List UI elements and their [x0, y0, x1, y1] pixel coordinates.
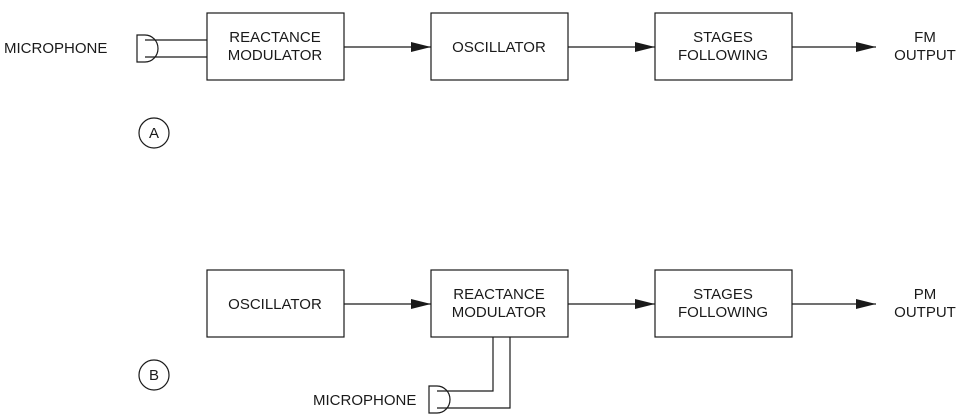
stages-following-block-a — [654, 12, 793, 81]
block-a1-line2: MODULATOR — [228, 47, 323, 64]
microphone-label-b: MICROPHONE — [313, 392, 416, 409]
output-label-b-line2: OUTPUT — [894, 304, 956, 321]
block-b3-line2: FOLLOWING — [678, 304, 768, 321]
diagram-a: MICROPHONE REACTANCE MODULATOR OSCILLATO… — [4, 12, 956, 149]
stages-following-block-b — [654, 269, 793, 338]
block-a3-line1: STAGES — [693, 29, 753, 46]
badge-a-label: A — [149, 125, 159, 142]
block-b3-line1: STAGES — [693, 286, 753, 303]
block-a1-line1: REACTANCE — [229, 29, 320, 46]
mic-lead-b-outer — [437, 337, 511, 409]
diagram-b: OSCILLATOR REACTANCE MODULATOR STAGES FO… — [138, 269, 956, 414]
badge-b-label: B — [149, 367, 159, 384]
output-label-a-line2: OUTPUT — [894, 47, 956, 64]
mic-lead-b-inner — [437, 337, 494, 392]
microphone-icon — [136, 34, 159, 63]
block-b2-line1: REACTANCE — [453, 286, 544, 303]
block-b1-line1: OSCILLATOR — [228, 296, 322, 313]
reactance-modulator-block-a — [206, 12, 345, 81]
block-a3-line2: FOLLOWING — [678, 47, 768, 64]
block-a2-line1: OSCILLATOR — [452, 39, 546, 56]
microphone-icon — [428, 385, 451, 414]
output-label-b-line1: PM — [914, 286, 937, 303]
badge-a-circle — [138, 117, 170, 149]
oscillator-block-a — [430, 12, 569, 81]
microphone-label-a: MICROPHONE — [4, 40, 107, 57]
reactance-modulator-block-b — [430, 269, 569, 338]
badge-b-circle — [138, 359, 170, 391]
output-label-a-line1: FM — [914, 29, 936, 46]
block-b2-line2: MODULATOR — [452, 304, 547, 321]
